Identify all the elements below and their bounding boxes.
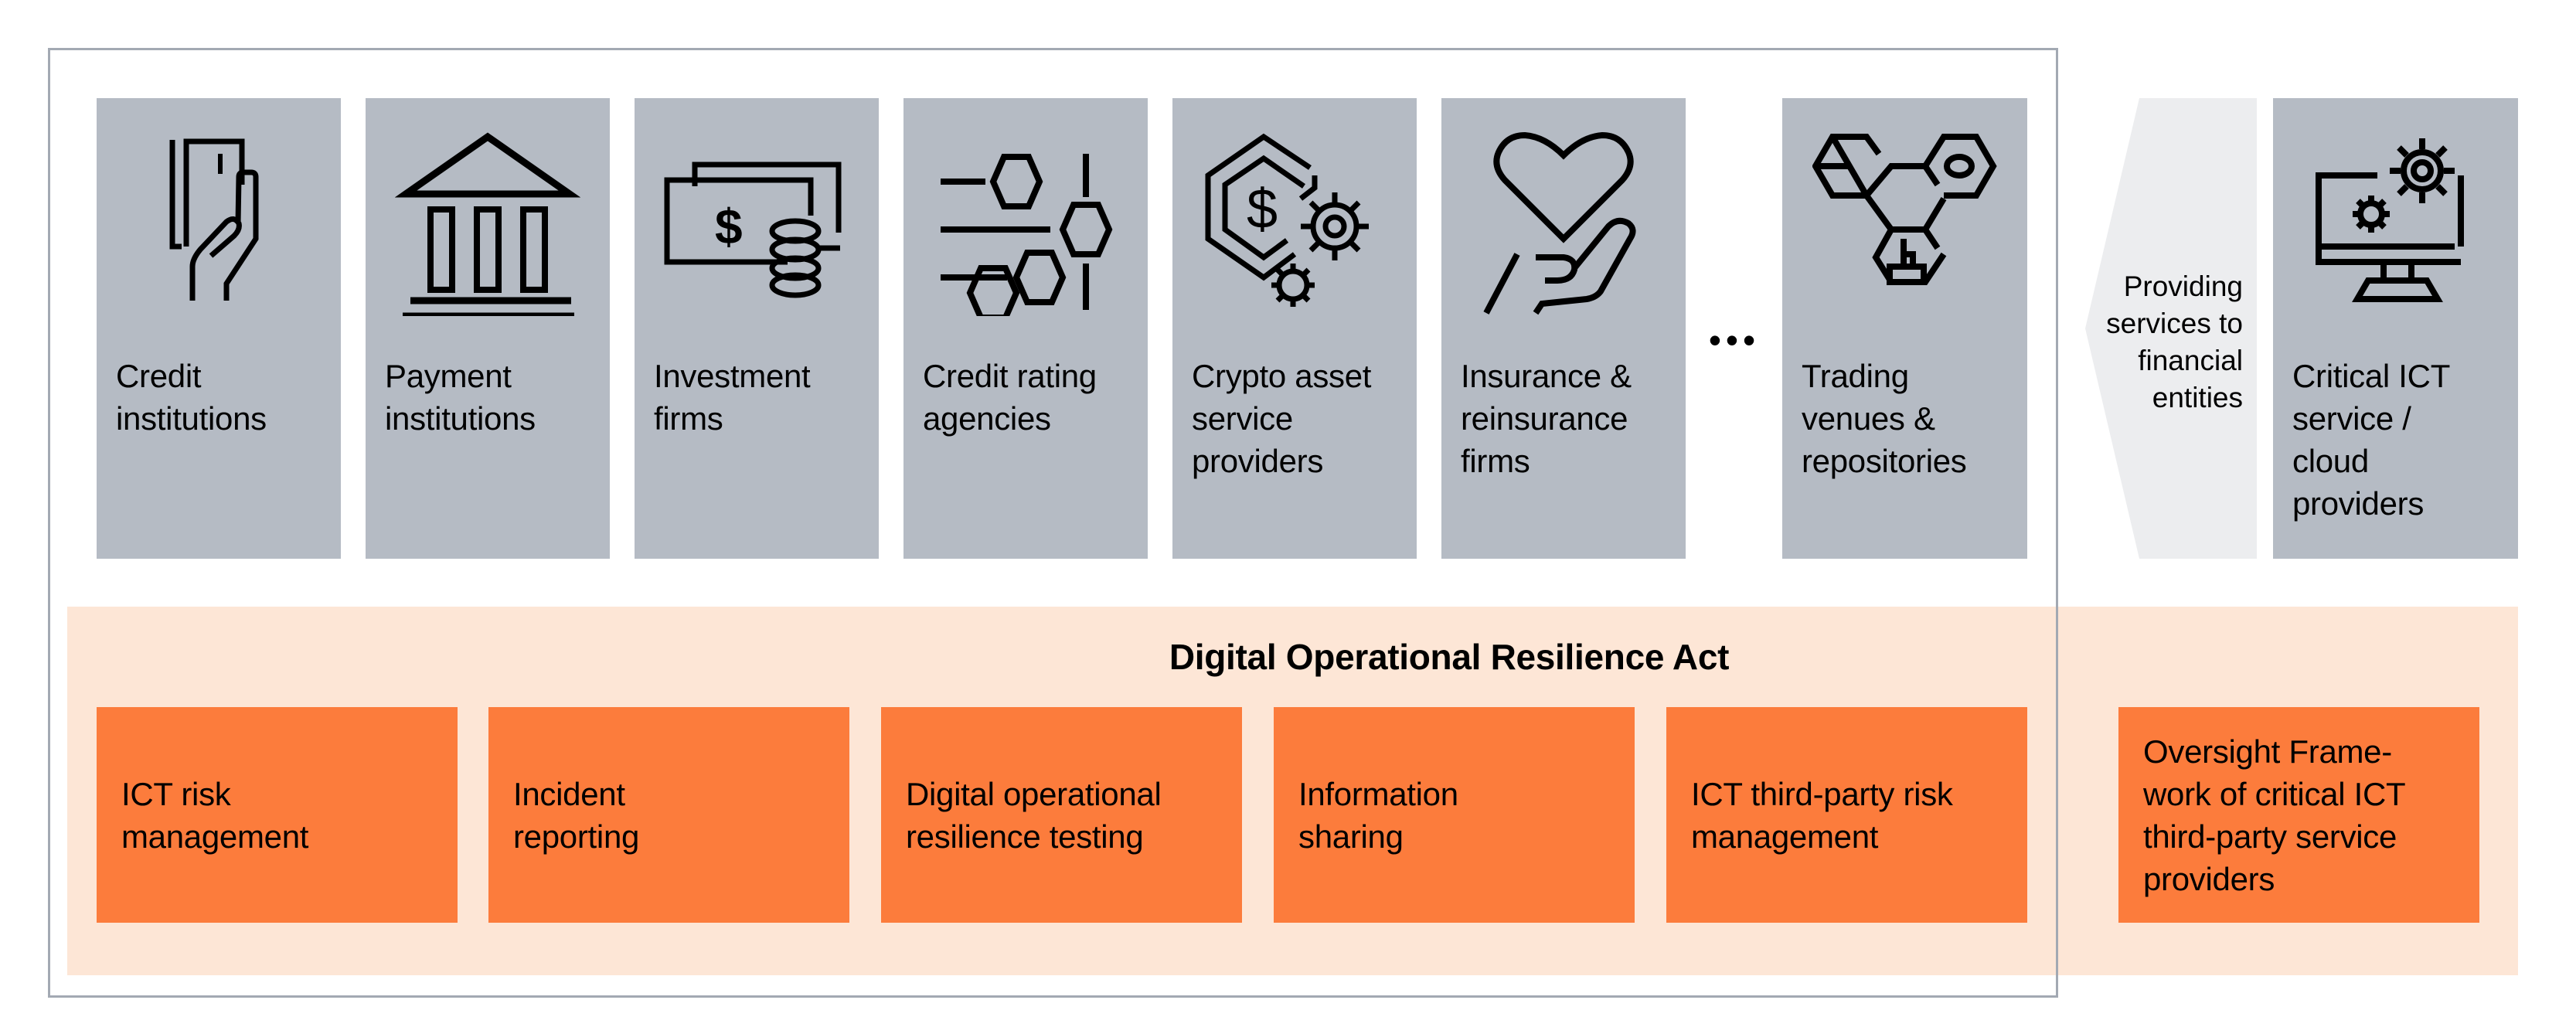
entity-label: Insurance & reinsurance firms	[1461, 358, 1632, 479]
entity-label: Critical ICT service / cloud providers	[2292, 358, 2451, 522]
entity-critical-ict-providers: Critical ICT service / cloud providers	[2273, 98, 2518, 559]
hexagon-network-icon	[1812, 131, 1998, 316]
entity-label: Trading venues & repositories	[1802, 358, 1967, 479]
pillar-information-sharing: Information sharing	[1274, 707, 1635, 923]
entity-crypto-asset-service-providers: $ Crypto asset service providers	[1172, 98, 1417, 559]
pillar-ict-risk-management: ICT risk management	[97, 707, 458, 923]
bank-building-icon	[395, 131, 580, 316]
entity-credit-rating-agencies: Credit rating agencies	[903, 98, 1148, 559]
pillar-label: Digital operational resilience testing	[906, 775, 1162, 855]
pillar-resilience-testing: Digital operational resilience testing	[881, 707, 1242, 923]
pillar-label: Information sharing	[1298, 775, 1458, 855]
entity-label: Crypto asset service providers	[1192, 358, 1372, 479]
entity-label: Investment firms	[654, 358, 811, 437]
crypto-coin-gears-icon: $	[1202, 131, 1387, 316]
svg-text:$: $	[715, 199, 743, 254]
entity-payment-institutions: Payment institutions	[366, 98, 610, 559]
entity-credit-institutions: Credit institutions	[97, 98, 341, 559]
pillar-oversight-framework: Oversight Frame- work of critical ICT th…	[2118, 707, 2479, 923]
left-arrow-shape	[2085, 98, 2257, 559]
pillar-third-party-risk: ICT third-party risk management	[1666, 707, 2027, 923]
entity-label: Credit institutions	[116, 358, 267, 437]
monitor-gears-icon	[2303, 131, 2489, 316]
providing-services-arrow: Providing services to financial entities	[2085, 98, 2257, 559]
entity-label: Credit rating agencies	[923, 358, 1097, 437]
pillar-label: ICT third-party risk management	[1691, 775, 1953, 855]
entity-insurance-reinsurance-firms: Insurance & reinsurance firms	[1441, 98, 1686, 559]
entity-label: Payment institutions	[385, 358, 536, 437]
arrow-label: Providing services to financial entities	[2106, 270, 2243, 413]
banknotes-coins-icon: $	[664, 131, 849, 316]
act-title: Digital Operational Resilience Act	[1169, 637, 1730, 677]
pillar-label: Oversight Frame- work of critical ICT th…	[2143, 733, 2406, 897]
entity-investment-firms: $ Investment firms	[635, 98, 879, 559]
entity-trading-venues-repositories: Trading venues & repositories	[1782, 98, 2027, 559]
more-entities-ellipsis: •••	[1708, 320, 1761, 360]
svg-text:$: $	[1247, 179, 1278, 240]
hexagon-sliders-icon	[933, 131, 1118, 316]
hand-holding-heart-icon	[1471, 131, 1656, 316]
pillar-label: Incident reporting	[513, 775, 640, 855]
pillar-incident-reporting: Incident reporting	[488, 707, 849, 923]
hand-holding-card-icon	[126, 131, 311, 316]
pillar-label: ICT risk management	[121, 775, 309, 855]
